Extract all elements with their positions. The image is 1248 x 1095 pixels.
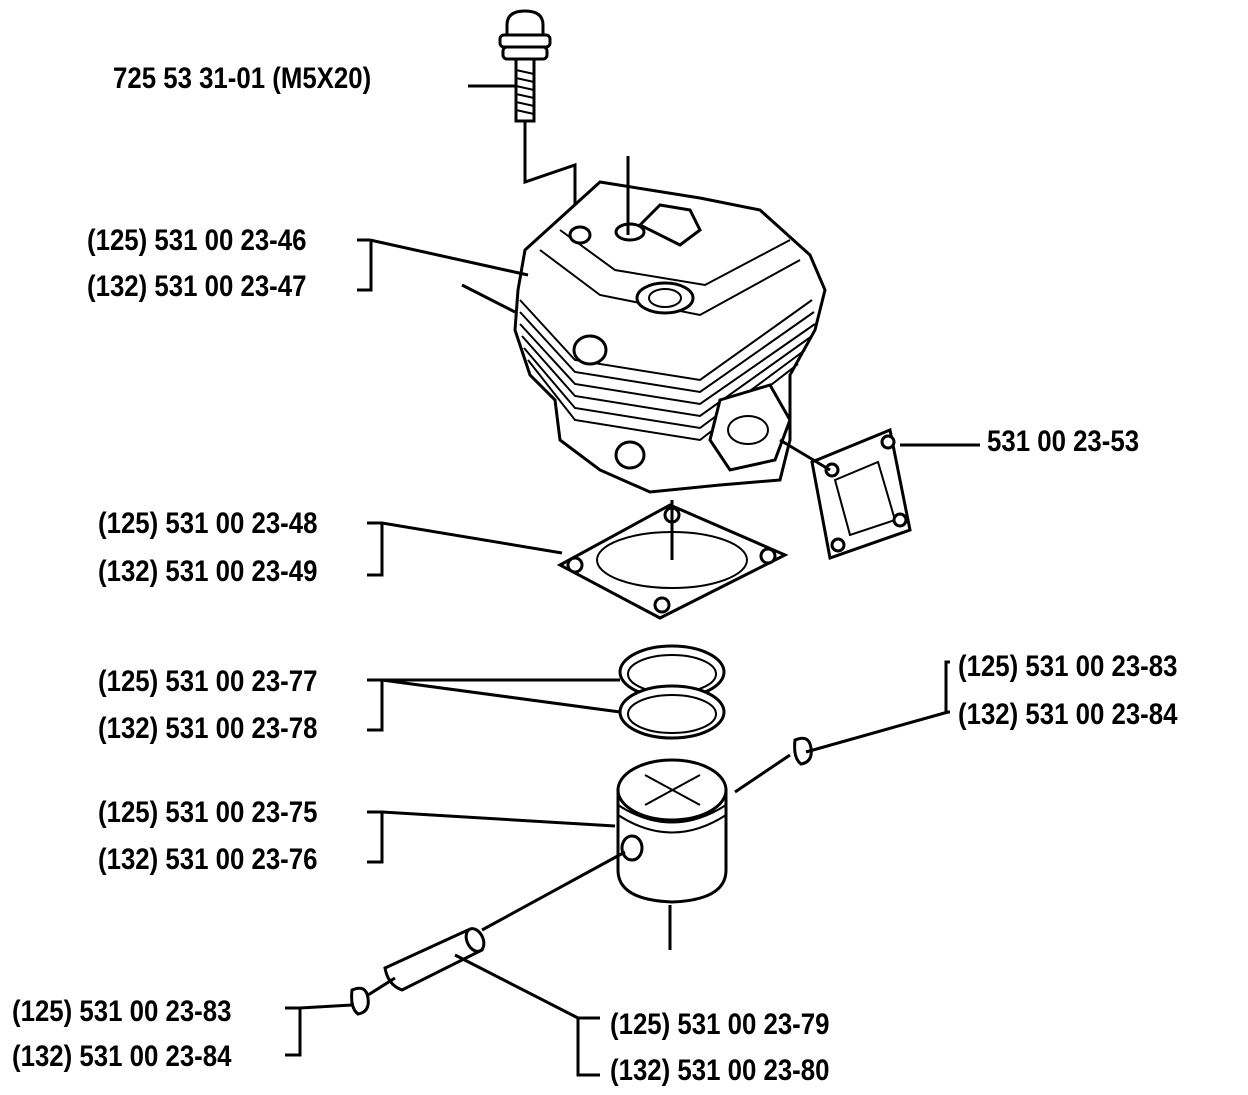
piston-rings-part xyxy=(618,644,726,740)
piston-pin-label-125: (125) 531 00 23-79 xyxy=(610,1008,830,1041)
piston-rings-label-125: (125) 531 00 23-77 xyxy=(98,665,318,698)
piston-leader xyxy=(367,810,616,828)
cylinder-label-132: (132) 531 00 23-47 xyxy=(87,270,307,303)
retainer-left-leader xyxy=(285,1003,353,1010)
piston-to-retainer-line xyxy=(734,753,791,794)
cylinder-leader xyxy=(357,238,529,277)
base-gasket-label-125: (125) 531 00 23-48 xyxy=(98,507,318,540)
retainer-left-label-125: (125) 531 00 23-83 xyxy=(12,995,232,1028)
cylinder-label-125: (125) 531 00 23-46 xyxy=(87,224,307,257)
retainer-left-bracket xyxy=(285,1008,302,1057)
base-gasket-leader xyxy=(367,521,563,555)
cylinder-part xyxy=(513,156,827,494)
piston-label-132: (132) 531 00 23-76 xyxy=(98,843,318,876)
piston-pin-bracket xyxy=(576,1016,600,1077)
base-gasket-part xyxy=(556,500,789,620)
base-gasket-label-132: (132) 531 00 23-49 xyxy=(98,555,318,588)
retainer-right-leader xyxy=(805,710,949,754)
screw-label: 725 53 31-01 (M5X20) xyxy=(113,62,372,95)
cylinder-side-line xyxy=(461,283,516,314)
piston-rings-leader xyxy=(367,678,621,714)
pin-to-piston-line xyxy=(481,850,626,932)
piston-rings-bracket xyxy=(367,680,384,732)
piston-pin-label-132: (132) 531 00 23-80 xyxy=(610,1054,830,1087)
piston-label-125: (125) 531 00 23-75 xyxy=(98,796,318,829)
piston-bracket xyxy=(367,812,384,864)
screw-part xyxy=(498,9,552,123)
exhaust-gasket-label: 531 00 23-53 xyxy=(987,425,1140,458)
cylinder-bracket xyxy=(357,240,373,292)
retainer-right-label-125: (125) 531 00 23-83 xyxy=(958,650,1178,683)
exhaust-gasket-leader-1 xyxy=(779,438,831,472)
piston-pin-part xyxy=(383,927,486,992)
retainer-left-to-pin-line xyxy=(367,976,396,997)
retainer-right-part xyxy=(793,736,813,766)
retainer-left-label-132: (132) 531 00 23-84 xyxy=(12,1040,232,1073)
base-gasket-bracket xyxy=(367,523,384,577)
piston-pin-leader xyxy=(454,953,579,1020)
retainer-right-bracket xyxy=(944,660,950,714)
piston-part xyxy=(616,758,728,904)
retainer-left-part xyxy=(350,986,370,1016)
retainer-right-label-132: (132) 531 00 23-84 xyxy=(958,698,1178,731)
exhaust-gasket-part xyxy=(810,427,912,560)
piston-rings-label-132: (132) 531 00 23-78 xyxy=(98,712,318,745)
